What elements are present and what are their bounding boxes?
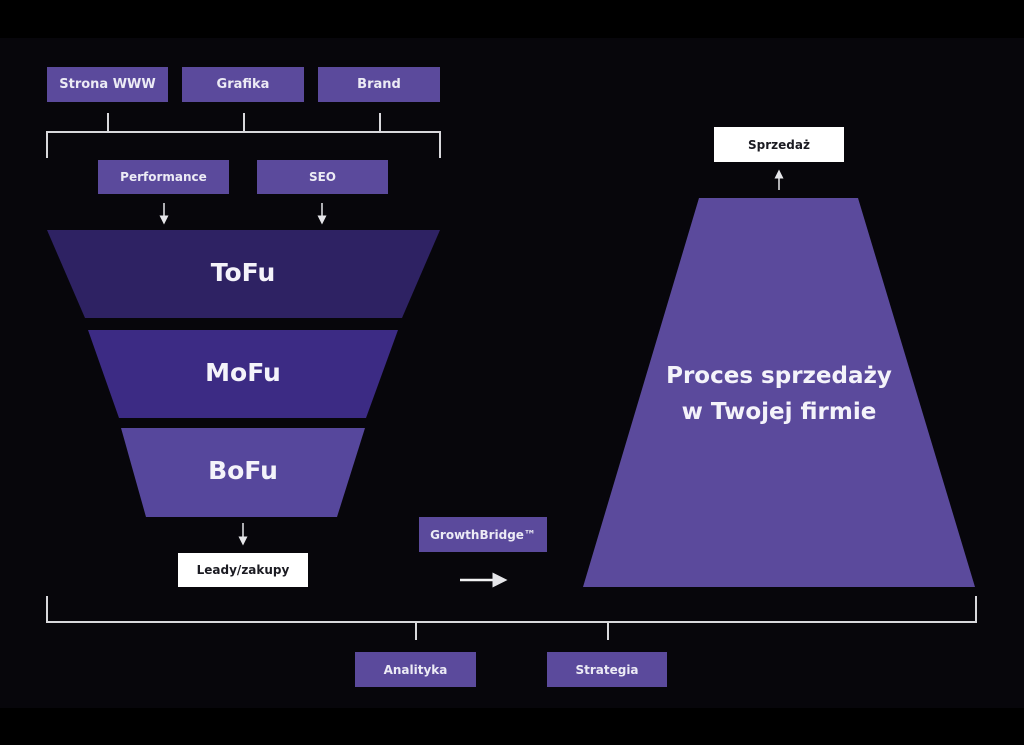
foundation-box-strategia[interactable]: Strategia: [547, 652, 667, 687]
input-box-strona-www[interactable]: Strona WWW: [47, 67, 168, 102]
funnel-label-mofu: MoFu: [205, 358, 281, 387]
leads-box[interactable]: Leady/zakupy: [178, 553, 308, 587]
funnel-stage-bofu: [121, 428, 365, 517]
foundation-label: Strategia: [575, 662, 639, 677]
sales-output-label: Sprzedaż: [748, 137, 810, 152]
input-box-label: Strona WWW: [59, 77, 156, 92]
input-box-seo[interactable]: SEO: [257, 160, 388, 194]
growthbridge-label: GrowthBridge™: [430, 527, 536, 542]
funnel-stage-mofu: [88, 330, 398, 418]
input-box-performance[interactable]: Performance: [98, 160, 229, 194]
sales-process-title: Proces sprzedaży w Twojej firmie: [629, 358, 929, 430]
bottom-bracket: [46, 596, 977, 640]
input-box-brand[interactable]: Brand: [318, 67, 440, 102]
sales-output-box[interactable]: Sprzedaż: [714, 127, 844, 162]
foundation-box-analityka[interactable]: Analityka: [355, 652, 476, 687]
leads-label: Leady/zakupy: [196, 563, 290, 577]
funnel-label-tofu: ToFu: [210, 258, 276, 287]
sales-process-line-1: Proces sprzedaży: [666, 363, 892, 389]
growthbridge-box[interactable]: GrowthBridge™: [419, 517, 547, 552]
input-box-label: Performance: [120, 170, 207, 184]
input-box-label: SEO: [308, 170, 337, 184]
input-box-label: Grafika: [216, 77, 270, 92]
top-bracket: [46, 113, 441, 158]
funnel-label-bofu: BoFu: [208, 456, 278, 485]
sales-process-shape: [583, 198, 975, 587]
foundation-label: Analityka: [383, 662, 448, 677]
input-box-grafika[interactable]: Grafika: [182, 67, 304, 102]
funnel-stage-tofu: [47, 230, 440, 318]
input-box-label: Brand: [357, 77, 401, 92]
sales-process-line-2: w Twojej firmie: [681, 399, 877, 425]
